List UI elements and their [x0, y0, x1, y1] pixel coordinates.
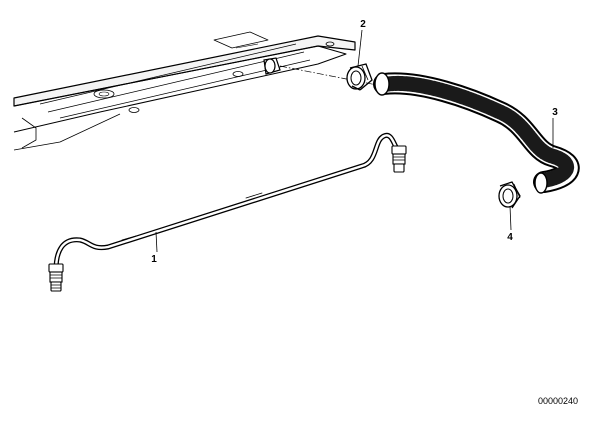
pipe	[53, 132, 401, 273]
hose-clamp	[346, 63, 373, 91]
pipe-fitting-left	[48, 263, 64, 292]
callout-3: 3	[552, 107, 558, 118]
leader-lines	[155, 29, 554, 253]
callout-1: 1	[151, 254, 157, 265]
cover-outlet-spigot	[263, 57, 281, 75]
diagram-number: 00000240	[537, 396, 578, 406]
callout-2: 2	[360, 19, 366, 30]
callout-4: 4	[507, 232, 513, 243]
hose-end-lower	[534, 172, 548, 194]
hose	[373, 72, 580, 193]
hose-clamp-lower	[498, 181, 521, 209]
valve-cover	[13, 31, 356, 151]
pipe-fitting-right	[391, 145, 407, 173]
assembly-line	[279, 65, 383, 87]
hose-end-upper	[374, 72, 390, 96]
